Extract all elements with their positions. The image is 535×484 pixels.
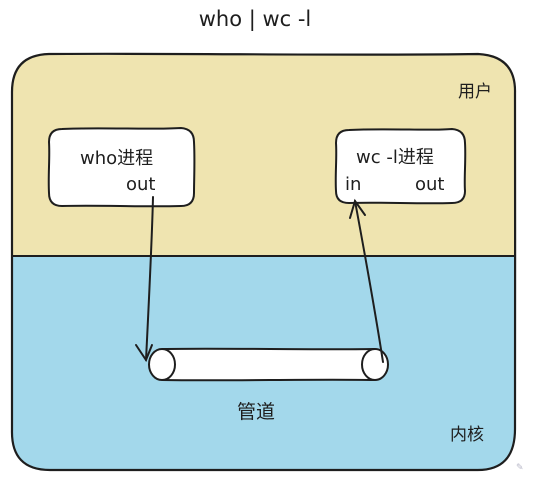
corner-mark: ✎ [516, 463, 524, 473]
user-kernel-divider [11, 254, 516, 258]
pipe-cylinder [148, 347, 389, 382]
diagram-title: who | wc -l [199, 7, 312, 32]
who-process-label: who进程 [80, 148, 153, 169]
arrow-pipe-to-wc [349, 198, 384, 363]
wc-out-label: out [415, 174, 444, 195]
outer-border [10, 52, 517, 472]
who-out-label: out [126, 174, 155, 195]
wc-process-box: wc -l进程 in out [334, 127, 467, 205]
pipe-right-end [361, 348, 389, 381]
pipe-left-end [148, 348, 176, 381]
user-zone-label: 用户 [458, 82, 492, 102]
kernel-zone-label: 内核 [450, 425, 484, 445]
arrow-who-to-pipe [135, 196, 154, 363]
wc-in-label: in [345, 174, 361, 195]
who-process-box: who进程 out [47, 126, 196, 208]
wc-process-label: wc -l进程 [356, 147, 434, 168]
pipe-label: 管道 [237, 401, 275, 423]
